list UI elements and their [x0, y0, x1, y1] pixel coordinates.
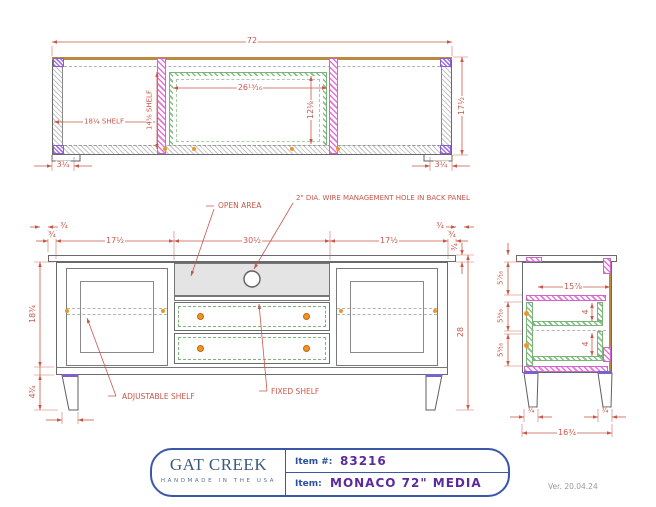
side-back-block — [603, 258, 611, 274]
dim-door-right-width: 17½ — [379, 235, 399, 246]
drawer-knob — [303, 345, 310, 352]
dim-center-width: 30½ — [242, 235, 262, 246]
drawer-knob — [197, 313, 204, 320]
dim-leg-inset-right: 3¼ — [433, 159, 449, 170]
front-fixed-shelf-edge — [174, 296, 330, 301]
note-wire-hole: 2" DIA. WIRE MANAGEMENT HOLE IN BACK PAN… — [296, 194, 470, 202]
note-open-area: OPEN AREA — [218, 201, 262, 210]
dim-side-drawer-box-1: 4 — [580, 308, 591, 316]
front-top-slab — [48, 255, 456, 262]
drawer-knob — [303, 313, 310, 320]
adjustable-shelf-dashed-line — [337, 314, 437, 315]
dim-end-right: ¾ — [447, 229, 457, 240]
drawer-knob — [197, 345, 204, 352]
dim-open-width: 26¹³⁄₁₆ — [236, 82, 264, 93]
shelf-pin — [339, 309, 343, 313]
dim-side-back-leg: ¾ — [600, 406, 610, 415]
dim-side-open-height: 5⁷⁄₁₆ — [496, 269, 505, 287]
top-view-corner-block — [440, 145, 451, 154]
dim-side-front-leg: ¾ — [526, 406, 536, 415]
title-block-divider-horizontal — [285, 472, 508, 473]
side-drawer-1-bottom — [533, 321, 603, 326]
brand-logo: GAT CREEK — [169, 455, 268, 474]
side-top-slab — [516, 255, 617, 262]
shelf-pin — [433, 309, 437, 313]
top-view-corner-block — [53, 58, 64, 67]
shelf-pin — [161, 309, 165, 313]
fastener-dot — [163, 147, 167, 151]
title-block: GAT CREEK HANDMADE IN THE USA Item #: 83… — [150, 448, 510, 497]
dim-open-depth: 12⅛ — [305, 100, 316, 120]
side-drawer-divider-dashed — [526, 330, 606, 331]
front-right-door-panel — [350, 281, 424, 353]
dim-side-overall-depth: 16¾ — [557, 427, 577, 438]
shelf-pin — [524, 343, 529, 348]
side-back-panel-edge — [609, 263, 611, 372]
side-drawer-2-back — [597, 331, 603, 356]
dim-door-left-width: 17½ — [105, 235, 125, 246]
dim-top-thickness: ¾ — [449, 242, 460, 252]
side-bottom-panel — [524, 366, 608, 372]
top-view-partition-right — [329, 58, 338, 154]
shelf-pin — [65, 309, 69, 313]
side-drawer-front-section — [526, 302, 533, 366]
top-view-corner-block — [53, 145, 64, 154]
item-name-value: MONACO 72" MEDIA — [330, 476, 482, 490]
side-back-block — [603, 347, 611, 362]
top-view-right-end-panel — [441, 60, 451, 154]
side-fixed-shelf — [526, 295, 606, 301]
dim-overall-width: 72 — [245, 35, 259, 46]
item-number-label: Item #: — [295, 457, 333, 467]
dim-overall-depth: 17½ — [456, 96, 467, 116]
note-adjustable-shelf: ADJUSTABLE SHELF — [122, 392, 195, 401]
dim-shelf-depth: 14⅝ SHELF — [145, 89, 154, 131]
dim-side-drawer-2-height: 5³⁄₁₆ — [496, 341, 505, 359]
dim-side-inner-depth: 15⅞ — [563, 281, 583, 292]
version-note: Ver. 20.04.24 — [548, 482, 598, 491]
side-drawer-2-bottom — [533, 356, 603, 361]
dim-shelf-width: 18¼ SHELF — [83, 117, 125, 126]
brand-tagline: HANDMADE IN THE USA — [160, 478, 277, 484]
side-drawer-1-back — [597, 302, 603, 321]
dim-overall-height: 28 — [455, 325, 466, 339]
adjustable-shelf-dashed-line — [337, 308, 437, 309]
dim-end-left: ¾ — [47, 229, 57, 240]
dim-side-drawer-1-height: 5³⁄₁₆ — [496, 307, 505, 325]
item-number-value: 83216 — [340, 454, 387, 468]
top-view-partition-left — [157, 58, 166, 154]
fastener-dot — [290, 147, 294, 151]
front-bottom-rail-line — [56, 367, 448, 368]
top-view-bottom-rail — [64, 145, 440, 154]
top-view-back-dashed-line — [64, 66, 440, 67]
fastener-dot — [336, 147, 340, 151]
side-top-cleat — [526, 257, 542, 262]
front-open-area — [174, 263, 330, 296]
top-view-front-edge — [52, 57, 452, 60]
item-name-label: Item: — [295, 479, 322, 489]
dim-top-overhang-left: ¾ — [59, 220, 69, 231]
front-left-door-panel — [80, 281, 154, 353]
top-view-left-end-panel — [53, 60, 63, 154]
top-view-corner-block — [440, 58, 451, 67]
shelf-pin — [524, 311, 529, 316]
dim-top-overhang-right: ¾ — [435, 220, 445, 231]
side-carcass — [522, 262, 612, 373]
dim-leg-inset-left: 3¼ — [55, 159, 71, 170]
dim-leg-height: 4¾ — [27, 384, 38, 400]
fastener-dot — [192, 147, 196, 151]
front-right-door — [336, 268, 438, 366]
note-fixed-shelf: FIXED SHELF — [271, 387, 320, 396]
dim-side-drawer-box-2: 4 — [580, 340, 591, 348]
dim-case-height: 18¾ — [27, 304, 38, 324]
